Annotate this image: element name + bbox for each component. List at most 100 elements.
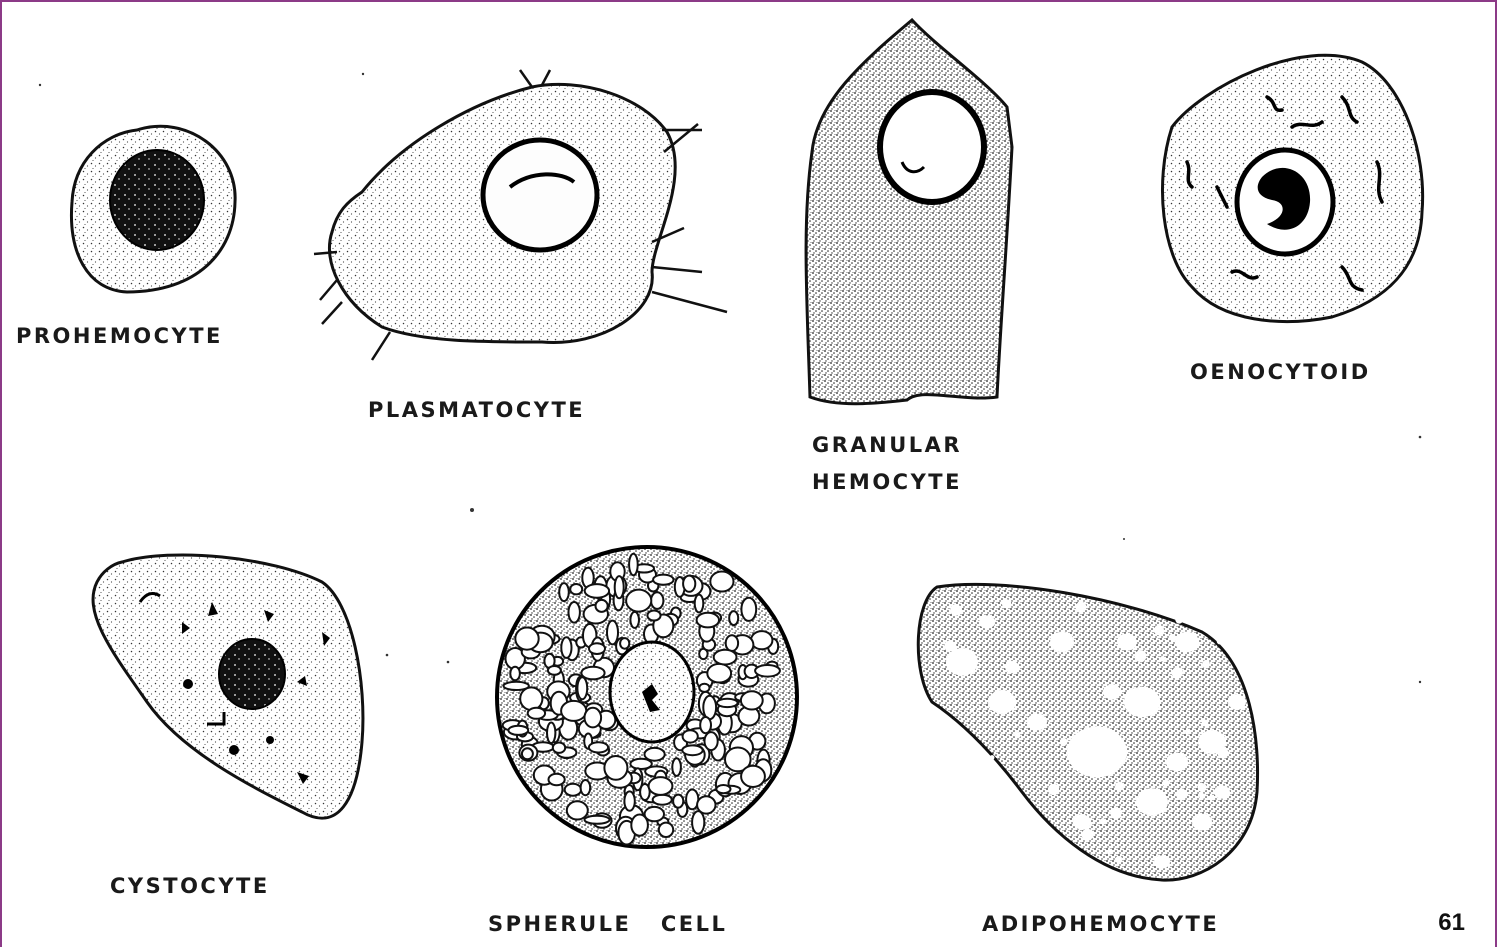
lipid-droplet (1192, 814, 1212, 831)
lipid-droplet (1136, 788, 1168, 815)
spherule-vacuole (695, 595, 704, 613)
lipid-droplet (1110, 808, 1121, 819)
lipid-droplet (1169, 634, 1176, 641)
lipid-droplet (1115, 782, 1124, 791)
spherule-vacuole (561, 637, 571, 658)
spherule-vacuole (504, 682, 529, 690)
spherule-vacuole (672, 758, 681, 776)
cystocyte-label: CYSTOCYTE (110, 868, 270, 904)
lipid-droplet (1124, 687, 1160, 718)
lipid-droplet (1208, 795, 1213, 800)
lipid-droplet (1135, 650, 1147, 662)
spherule-vacuole (645, 748, 665, 761)
spherule-vacuole (692, 811, 704, 834)
plasmatocyte-label: PLASMATOCYTE (368, 392, 585, 428)
lipid-droplet (1111, 738, 1119, 746)
spherule-cell-drawing (497, 547, 797, 847)
spherule-vacuole (649, 777, 673, 795)
spherule-vacuole (630, 612, 639, 628)
spherule-vacuole (569, 602, 580, 623)
lipid-droplet (962, 812, 968, 818)
spherule-vacuole (522, 748, 533, 759)
granular-hemocyte-label-line1: GRANULAR (812, 427, 962, 463)
prohemocyte-label: PROHEMOCYTE (16, 318, 223, 354)
spherule-vacuole (653, 575, 673, 585)
lipid-droplet (1198, 783, 1207, 792)
lipid-droplet (1107, 850, 1112, 855)
spherule-vacuole (548, 666, 561, 675)
lipid-droplet (1014, 732, 1020, 738)
lipid-droplet (944, 641, 955, 652)
lipid-droplet (988, 690, 1016, 714)
adipohemocyte-label: ADIPOHEMOCYTE (982, 906, 1219, 942)
lipid-droplet (1185, 730, 1190, 735)
lipid-droplet (1115, 856, 1122, 863)
lipid-droplet (1027, 714, 1047, 731)
lipid-droplet (1103, 684, 1121, 699)
lipid-droplet (1073, 814, 1091, 829)
spherule-vacuole (561, 701, 586, 721)
lipid-droplet (1050, 632, 1074, 652)
spherule-vacuole (705, 732, 718, 750)
lipid-droplet (1220, 621, 1230, 631)
lipid-droplet (946, 648, 978, 675)
spherule-vacuole (585, 708, 602, 728)
lipid-droplet (1082, 829, 1094, 841)
spherule-vacuole (515, 628, 538, 650)
lipid-droplet (1100, 818, 1106, 824)
spherule-vacuole (683, 730, 698, 742)
lipid-droplet (1005, 661, 1019, 673)
spherule-vacuole (729, 611, 738, 625)
spherule-vacuole (659, 823, 673, 837)
spherule-vacuole (699, 684, 709, 692)
spherule-vacuole (615, 576, 624, 598)
lipid-droplet (1154, 855, 1170, 869)
spherule-vacuole (604, 756, 627, 780)
spherule-vacuole (577, 677, 587, 699)
lipid-droplet (1011, 798, 1020, 807)
spherule-vacuole (585, 584, 609, 598)
spherule-vacuole (647, 611, 660, 621)
spherule-vacuole (547, 723, 555, 744)
prohemocyte-drawing (71, 126, 235, 292)
plasmatocyte-drawing (314, 70, 727, 360)
spherule-vacuole (741, 691, 763, 709)
spherule-vacuole (553, 743, 565, 753)
spherule-vacuole (707, 664, 731, 683)
page-number: 61 (1438, 909, 1465, 937)
spherule-vacuole (683, 576, 695, 592)
spherule-vacuole (585, 816, 610, 824)
lipid-droplet (1175, 616, 1183, 624)
lipid-droplet (1202, 719, 1209, 726)
lipid-droplet (1175, 632, 1199, 652)
lipid-droplet (979, 615, 995, 629)
granular-hemocyte-label-line2: HEMOCYTE (812, 464, 962, 500)
lipid-droplet (990, 755, 995, 760)
spherule-vacuole (703, 696, 716, 719)
cystocyte-drawing (93, 555, 363, 818)
spherule-vacuole (714, 650, 737, 665)
spherule-vacuole (510, 667, 520, 681)
lipid-droplet (1021, 806, 1031, 816)
spherule-vacuole (631, 815, 648, 836)
lipid-droplet (1202, 660, 1210, 668)
spherule-vacuole (726, 635, 738, 651)
spherule-vacuole (508, 726, 528, 735)
spherule-vacuole (567, 801, 588, 819)
spherule-vacuole (624, 791, 634, 810)
lipid-droplet (1228, 694, 1246, 709)
spherule-vacuole (651, 592, 663, 609)
spherule-vacuole (589, 742, 608, 752)
lipid-droplet (1076, 602, 1087, 613)
spherule-vacuole (673, 795, 683, 808)
lipid-droplet (1176, 789, 1187, 800)
lipid-droplet (1218, 748, 1229, 759)
spherule-vacuole (700, 717, 711, 733)
lipid-droplet (1172, 667, 1183, 678)
lipid-droplet (1154, 625, 1164, 635)
lipid-droplet (999, 840, 1009, 850)
spherule-vacuole (596, 600, 608, 612)
spherule-vacuole (589, 643, 605, 654)
lipid-droplet (1199, 793, 1205, 799)
